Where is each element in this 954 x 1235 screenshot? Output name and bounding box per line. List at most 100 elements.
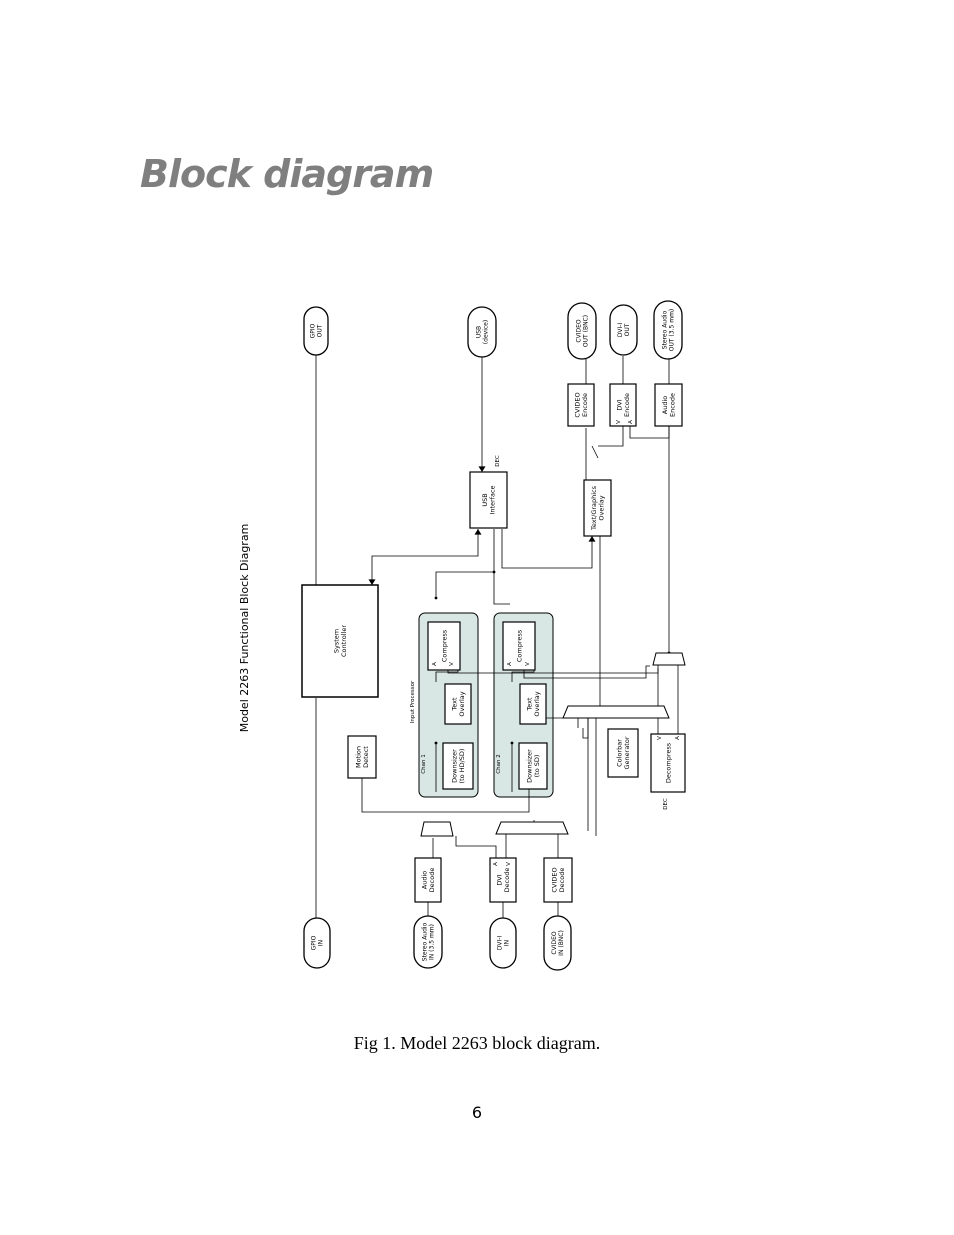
gpio-out-connector-label-line: OUT [317, 324, 324, 337]
dvi-encode-block-label-line: DVI [615, 399, 623, 410]
gpio-out-connector-label-line: GPIO [310, 323, 317, 338]
cvideo-decode-block [543, 857, 573, 903]
dvi-decode-block-label-line: Decode [503, 868, 511, 893]
usb-device-connector-label: USB(device) [476, 320, 490, 344]
ctrl-usb-line [371, 529, 479, 585]
colorbar-generator-block [607, 728, 639, 778]
stereo-out-connector-label-line: OUT (3.5 mm) [669, 309, 676, 352]
compress2-block-label: Compress [515, 629, 523, 662]
page-number: 6 [471, 1103, 483, 1122]
compress2-block [502, 621, 536, 671]
junction-dot [434, 596, 438, 600]
compress1-block-label: Compress [440, 629, 448, 662]
usb-interface-block [469, 471, 508, 529]
stereo-in-connector [413, 915, 443, 969]
arrowhead [588, 536, 596, 542]
port-a-label: A [493, 862, 499, 866]
junction-dot [492, 570, 496, 574]
downsizer1-block-label: Downsizer(to HD/SD) [450, 749, 466, 784]
chan2-usb-line [493, 572, 510, 605]
gpio-in-connector-label-line: IN [318, 940, 325, 946]
switch-line [591, 445, 599, 459]
port-a-label: A [628, 420, 634, 424]
arrowhead [478, 466, 486, 472]
audio-out-mux [652, 652, 686, 666]
decompress-block-label: Decompress [664, 742, 672, 783]
port-v-label: V [616, 420, 622, 424]
usb-interface-block-label-line: USB [481, 493, 489, 506]
compress1-block-label-line: Compress [440, 629, 448, 662]
figure-caption: Fig 1. Model 2263 block diagram. [353, 1033, 601, 1053]
audio-dvi-line [455, 836, 497, 858]
audio-encode-block-label-line: Audio [661, 396, 669, 414]
page-title: Block diagram [140, 152, 434, 196]
audio-decode-block-label-line: Audio [420, 871, 428, 889]
text-graphics-overlay-block-label-line: Overlay [598, 495, 606, 520]
junction-dot [434, 741, 438, 745]
port-v-label: V [449, 662, 455, 666]
arrowhead [474, 529, 482, 535]
downsizer2-block-label-line: (to SD) [533, 755, 541, 778]
video-overlay-mux [562, 705, 670, 719]
stereo-in-connector-label-line: IN (3.5 mm) [429, 924, 436, 960]
diagram-heading: Model 2263 Functional Block Diagram [238, 524, 251, 733]
dvi-out-connector-label-line: OUT [624, 323, 631, 336]
dvi-in-connector-label-line: DVI-I [497, 936, 504, 951]
audio-decode-block [414, 857, 442, 903]
downsizer2-block [518, 742, 548, 790]
cvideo-in-connector-label-line: IN (BNC) [558, 930, 565, 956]
text-overlay1-block-label-line: Overlay [458, 691, 466, 716]
system-controller-block-label-line: Controller [340, 625, 348, 657]
audio-encode-block-label-line: Encode [669, 393, 677, 417]
usb-device-connector [467, 306, 497, 358]
audio-encode-block [654, 383, 683, 427]
system-controller-block [301, 584, 379, 698]
usb-device-connector-label-line: (device) [483, 320, 490, 344]
colorbar-generator-block-label-line: Colorbar [615, 739, 623, 767]
stereo-in-connector-label-line: Stereo Audio [422, 922, 429, 961]
arrowhead [368, 579, 376, 585]
dvi-encode-block [609, 383, 637, 427]
cvideo-decode-block-label-line: CVIDEO [550, 867, 558, 892]
gpio-in-connector-label-line: GPIO [311, 935, 318, 950]
text-overlay1-block [444, 683, 472, 725]
compress2-block-label-line: Compress [515, 629, 523, 662]
dvi-in-connector [489, 917, 517, 969]
dvi-in-connector-label-line: IN [504, 940, 511, 946]
cvideo-decode-block-label-line: Decode [558, 868, 566, 893]
text-graphics-overlay-block-label-line: Text/Graphics [590, 485, 598, 531]
cvideo-out-connector [567, 302, 597, 360]
dec-label: DEC [663, 798, 669, 810]
dec-label: DEC [495, 455, 501, 467]
usb-interface-block-label-line: Interface [489, 485, 497, 514]
cvideo-out-connector-label-line: CVIDEO [576, 319, 583, 342]
port-a-label: A [507, 662, 513, 666]
downsizer1-block [442, 742, 474, 790]
input-processor-label: Input Processor [410, 680, 416, 723]
stereo-out-connector-label-line: Stereo Audio [662, 310, 669, 349]
cvideo-in-connector-label-line: CVIDEO [551, 931, 558, 954]
text-graphics-overlay-block [583, 479, 612, 537]
mux-compress2-a [523, 658, 650, 679]
dvi-decode-block-label-line: DVI [495, 874, 503, 885]
chan2-label: Chan 2 [496, 754, 502, 773]
dvi-decode-block [489, 857, 517, 903]
